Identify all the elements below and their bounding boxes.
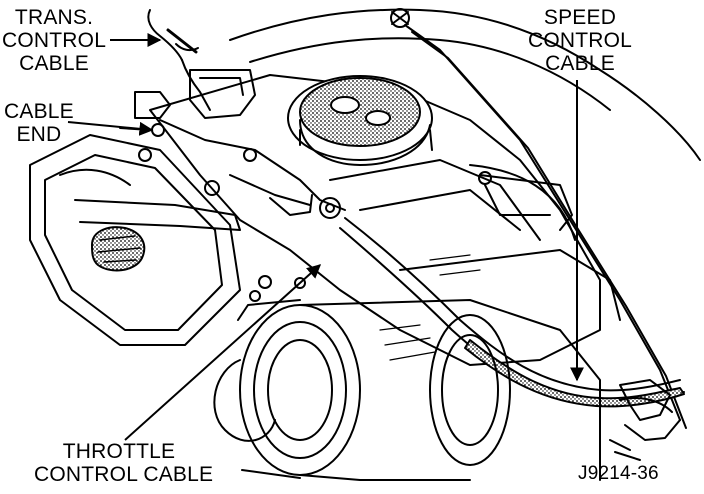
label-trans-line3: CABLE bbox=[19, 52, 89, 75]
label-cable-end-line2: END bbox=[16, 123, 62, 146]
label-throttle-line1: THROTTLE bbox=[62, 440, 176, 463]
label-throttle-line2: CONTROL CABLE bbox=[34, 463, 214, 486]
air-cleaner-duct bbox=[213, 249, 621, 481]
oil-filler-cap bbox=[91, 226, 146, 272]
label-trans-line2: CONTROL bbox=[2, 29, 107, 52]
label-speed-control-cable: SPEED CONTROL CABLE bbox=[525, 6, 635, 75]
throttle-body bbox=[287, 75, 433, 166]
label-cable-end-line1: CABLE bbox=[4, 100, 74, 123]
valve-cover bbox=[29, 134, 241, 346]
label-speed-line1: SPEED bbox=[543, 6, 617, 29]
label-speed-line3: CABLE bbox=[545, 52, 615, 75]
label-trans-control-cable: TRANS. CONTROL CABLE bbox=[2, 6, 106, 75]
cable-bracket bbox=[159, 69, 346, 219]
label-trans-line1: TRANS. bbox=[14, 6, 94, 29]
trans-cable bbox=[147, 9, 211, 111]
hood-edge bbox=[229, 8, 701, 161]
leader-throttle bbox=[124, 264, 322, 441]
leader-cable-end bbox=[67, 121, 154, 136]
label-cable-end: CABLE END bbox=[4, 100, 74, 146]
figure-id: J9214-36 bbox=[578, 463, 659, 484]
intake-manifold bbox=[149, 74, 601, 366]
hatching bbox=[379, 254, 481, 361]
label-speed-line2: CONTROL bbox=[527, 29, 633, 52]
bolts bbox=[138, 8, 492, 302]
lower-bracket bbox=[619, 397, 673, 413]
label-throttle-control-cable: THROTTLE CONTROL CABLE bbox=[34, 440, 214, 486]
